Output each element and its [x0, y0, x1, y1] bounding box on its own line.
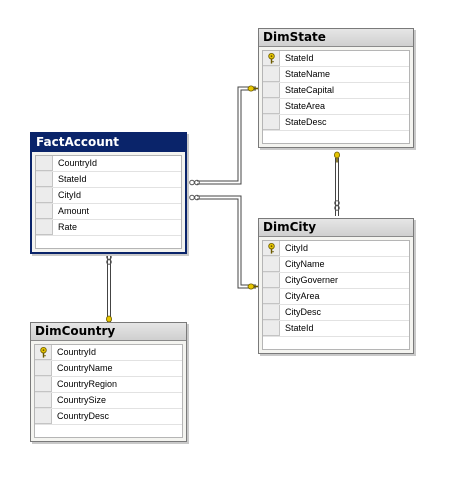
column-name: CityId — [58, 190, 82, 200]
column-row[interactable]: Amount — [36, 204, 181, 220]
table-bottom-padding — [259, 144, 413, 147]
grid-empty-area — [36, 236, 181, 248]
column-row[interactable]: CountrySize — [35, 393, 182, 409]
row-selector[interactable] — [35, 345, 52, 360]
row-selector[interactable] — [263, 51, 280, 66]
column-name: CountryDesc — [57, 411, 110, 421]
column-row[interactable]: CityId — [36, 188, 181, 204]
row-selector[interactable] — [36, 220, 53, 235]
row-selector[interactable] — [35, 409, 52, 424]
row-selector[interactable] — [36, 156, 53, 171]
column-name: CountryRegion — [57, 379, 118, 389]
column-row[interactable]: CountryId — [35, 345, 182, 361]
column-name: CityId — [285, 243, 309, 253]
column-name: CityArea — [285, 291, 320, 301]
column-name: StateArea — [285, 101, 326, 111]
column-name: StateId — [58, 174, 87, 184]
column-name: Rate — [58, 222, 78, 232]
column-name: CountryName — [57, 363, 113, 373]
table-title[interactable]: DimCountry — [31, 323, 186, 341]
column-row[interactable]: CityName — [263, 257, 409, 273]
column-name: CountryId — [58, 158, 98, 168]
column-name: CountrySize — [57, 395, 107, 405]
column-row[interactable]: CityGoverner — [263, 273, 409, 289]
table-title[interactable]: FactAccount — [32, 134, 185, 152]
column-row[interactable]: CountryRegion — [35, 377, 182, 393]
relationship-factaccount-to-dimstate[interactable] — [189, 85, 259, 186]
row-selector[interactable] — [263, 305, 280, 320]
row-selector[interactable] — [263, 257, 280, 272]
column-name: StateCapital — [285, 85, 335, 95]
row-selector[interactable] — [36, 172, 53, 187]
row-selector[interactable] — [36, 188, 53, 203]
row-selector[interactable] — [35, 361, 52, 376]
row-selector[interactable] — [263, 273, 280, 288]
relationship-dimcity-to-dimstate[interactable] — [333, 151, 341, 216]
grid-empty-area — [35, 425, 182, 437]
table-title[interactable]: DimState — [259, 29, 413, 47]
column-name: StateDesc — [285, 117, 327, 127]
primary-key-icon — [268, 243, 275, 254]
column-name: Amount — [58, 206, 90, 216]
column-name: CountryId — [57, 347, 97, 357]
column-name: StateName — [285, 69, 331, 79]
row-selector[interactable] — [36, 204, 53, 219]
relationship-factaccount-to-dimcity[interactable] — [189, 194, 259, 290]
row-selector[interactable] — [35, 377, 52, 392]
primary-key-icon — [268, 53, 275, 64]
row-selector[interactable] — [35, 393, 52, 408]
column-row[interactable]: Rate — [36, 220, 181, 236]
row-selector[interactable] — [263, 115, 280, 130]
relationship-factaccount-to-dimcountry[interactable] — [105, 252, 113, 327]
column-name: CityName — [285, 259, 325, 269]
row-selector[interactable] — [263, 241, 280, 256]
column-row[interactable]: CityArea — [263, 289, 409, 305]
row-selector[interactable] — [263, 289, 280, 304]
grid-empty-area — [263, 337, 409, 349]
table-title[interactable]: DimCity — [259, 219, 413, 237]
column-name: StateId — [285, 323, 314, 333]
table-bottom-padding — [31, 438, 186, 441]
table-bottom-padding — [32, 249, 185, 252]
column-row[interactable]: StateArea — [263, 99, 409, 115]
row-selector[interactable] — [263, 99, 280, 114]
column-row[interactable]: CityDesc — [263, 305, 409, 321]
column-row[interactable]: CountryId — [36, 156, 181, 172]
column-row[interactable]: StateId — [263, 51, 409, 67]
column-row[interactable]: CountryDesc — [35, 409, 182, 425]
column-row[interactable]: StateId — [263, 321, 409, 337]
column-name: CityDesc — [285, 307, 322, 317]
column-row[interactable]: StateId — [36, 172, 181, 188]
column-row[interactable]: StateCapital — [263, 83, 409, 99]
column-row[interactable]: StateDesc — [263, 115, 409, 131]
row-selector[interactable] — [263, 67, 280, 82]
column-row[interactable]: CountryName — [35, 361, 182, 377]
row-selector[interactable] — [263, 321, 280, 336]
table-bottom-padding — [259, 350, 413, 353]
primary-key-icon — [40, 347, 47, 358]
column-row[interactable]: CityId — [263, 241, 409, 257]
column-row[interactable]: StateName — [263, 67, 409, 83]
column-name: StateId — [285, 53, 314, 63]
row-selector[interactable] — [263, 83, 280, 98]
grid-empty-area — [263, 131, 409, 143]
column-name: CityGoverner — [285, 275, 339, 285]
